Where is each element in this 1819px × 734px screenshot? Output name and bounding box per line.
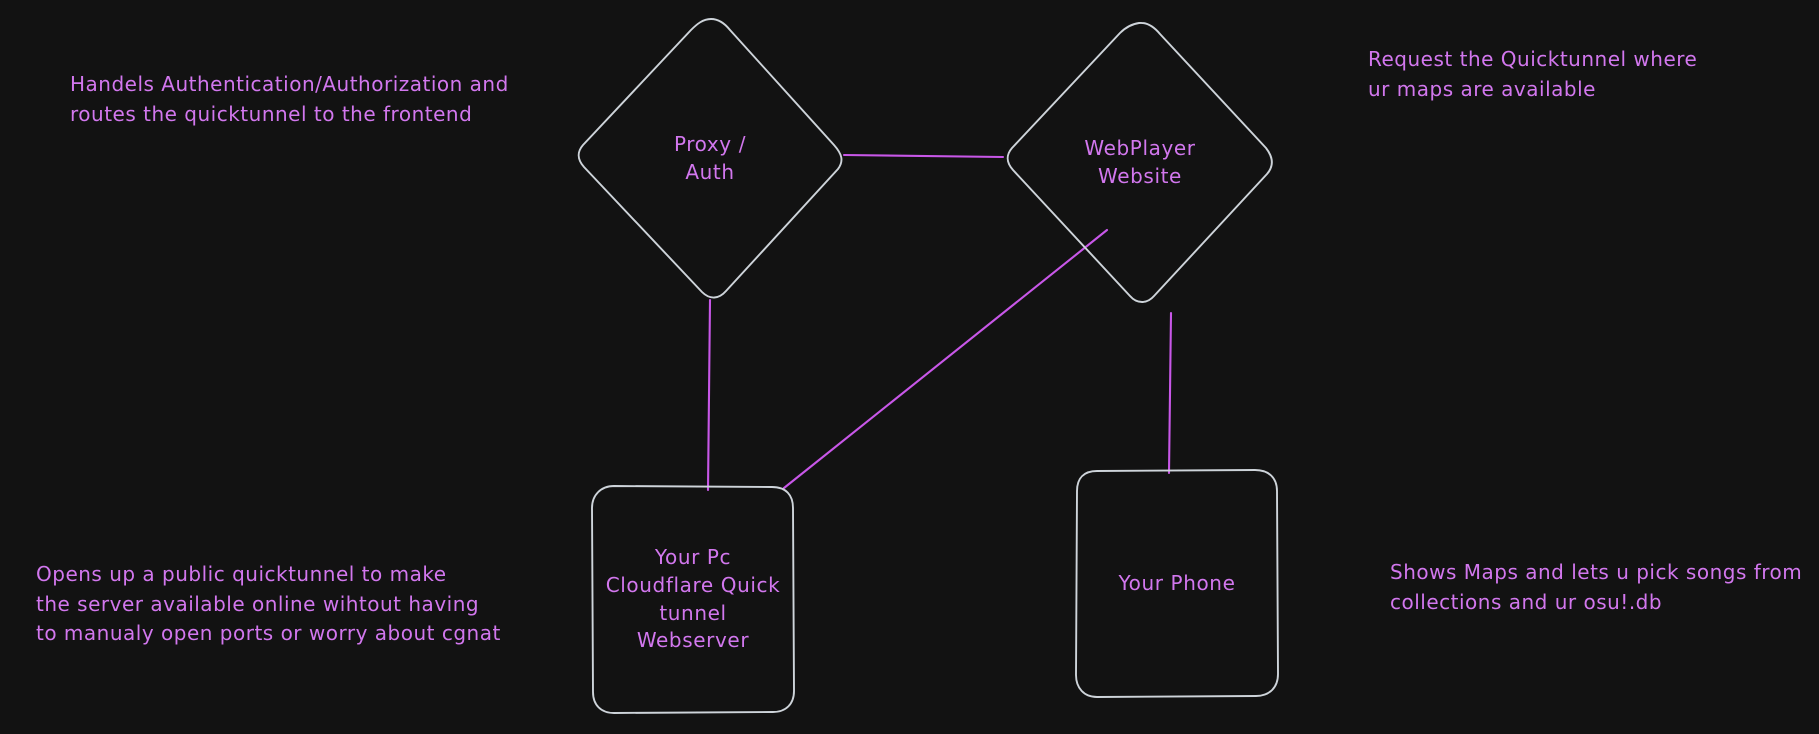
annotation-webplayer-website: Request the Quicktunnel where ur maps ar…: [1368, 47, 1698, 101]
diamond-shape: [577, 18, 843, 299]
node-your-phone-label: Your Phone: [1118, 570, 1236, 595]
node-webplayer-website[interactable]: WebPlayer Website: [1000, 18, 1280, 308]
annotation-your-pc: Opens up a public quicktunnel to make th…: [36, 562, 501, 646]
edge-proxy-auth-to-your-pc: [706, 298, 712, 492]
node-your-phone[interactable]: Your Phone: [1072, 466, 1282, 701]
edge-proxy-auth-to-webplayer: [842, 153, 1005, 159]
annotation-your-phone: Shows Maps and lets u pick songs from co…: [1390, 560, 1803, 614]
rounded-rect-shape: [1075, 469, 1279, 698]
node-proxy-auth[interactable]: Proxy / Auth: [570, 14, 850, 304]
node-your-pc-label: Your Pc Cloudflare Quick tunnel Webserve…: [605, 545, 781, 653]
node-webplayer-website-label: WebPlayer Website: [1084, 136, 1196, 188]
rounded-rect-shape: [591, 485, 795, 714]
diamond-shape: [1006, 21, 1273, 303]
annotation-proxy-auth: Handels Authentication/Authorization and…: [70, 72, 509, 126]
node-your-pc[interactable]: Your Pc Cloudflare Quick tunnel Webserve…: [588, 482, 798, 717]
node-proxy-auth-label: Proxy / Auth: [673, 132, 747, 184]
edge-webplayer-to-your-phone: [1167, 311, 1173, 475]
